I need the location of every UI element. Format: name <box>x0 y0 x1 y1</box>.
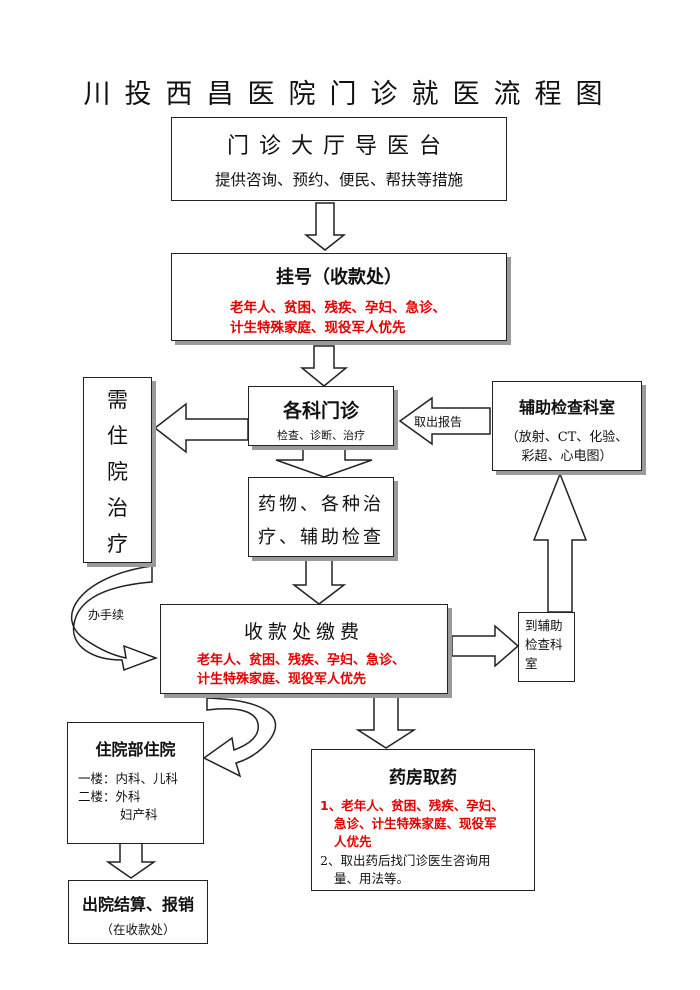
inpatient-need-char: 需 <box>107 388 128 412</box>
arrow-up-aux <box>532 471 588 613</box>
aux-dept-line2: 彩超、心电图） <box>521 449 613 464</box>
to-aux-line3: 室 <box>525 656 538 671</box>
arrow-down-6 <box>105 842 157 879</box>
treatment-box: 药物、各种治 疗、辅助检查 <box>248 477 394 557</box>
arrow-down-2 <box>299 345 349 387</box>
registration-box: 挂号（收款处） 老年人、贫困、残疾、孕妇、急诊、 计生特殊家庭、现役军人优先 <box>171 253 507 341</box>
to-aux-line1: 到辅助 <box>525 618 563 633</box>
discharge-heading: 出院结算、报销 <box>81 895 194 914</box>
arrow-down-3 <box>275 445 373 478</box>
reception-heading: 门诊大厅导医台 <box>226 134 451 159</box>
registration-priority-1: 老年人、贫困、残疾、孕妇、急诊、 <box>230 300 446 316</box>
ward-floor2b: 妇产科 <box>120 807 158 822</box>
registration-priority-2: 计生特殊家庭、现役军人优先 <box>230 320 406 336</box>
arrow-down-4 <box>291 559 347 605</box>
registration-heading: 挂号（收款处） <box>276 267 402 288</box>
inpatient-need-char: 院 <box>107 460 128 484</box>
reception-desc: 提供咨询、预约、便民、帮扶等措施 <box>214 171 463 189</box>
clinic-heading: 各科门诊 <box>282 400 359 422</box>
pharmacy-heading: 药房取药 <box>389 768 457 788</box>
aux-dept-box: 辅助检查科室 （放射、CT、化验、 彩超、心电图） <box>492 381 642 471</box>
clinic-box: 各科门诊 检查、诊断、治疗 <box>248 386 394 446</box>
arrow-down-5 <box>355 693 417 749</box>
inpatient-need-char: 疗 <box>107 532 128 556</box>
ward-floor1: 一楼：内科、儿科 <box>78 771 179 786</box>
pharmacy-item1-line1: 1、老年人、贫困、残疾、孕妇、 <box>320 798 504 813</box>
arrow-left-inpatient <box>153 402 249 454</box>
discharge-sub: （在收款处） <box>100 922 176 937</box>
pharmacy-item1-line2: 急诊、计生特殊家庭、现役军 <box>334 816 497 831</box>
ward-floor2: 二楼：外科 <box>78 789 141 804</box>
aux-dept-heading: 辅助检查科室 <box>518 398 615 417</box>
to-aux-box: 到辅助 检查科 室 <box>518 612 575 682</box>
treatment-line2: 疗、辅助检查 <box>258 527 384 548</box>
curve-arrow-ward <box>202 697 277 778</box>
aux-dept-line1: （放射、CT、化验、 <box>505 430 629 445</box>
page-title: 川投西昌医院门诊就医流程图 <box>83 79 617 110</box>
inpatient-need-char: 治 <box>107 496 128 520</box>
payment-heading: 收款处缴费 <box>243 621 364 643</box>
payment-box: 收款处缴费 老年人、贫困、残疾、孕妇、急诊、 计生特殊家庭、现役军人优先 <box>160 604 448 694</box>
pharmacy-item2-line2: 量、用法等。 <box>334 871 410 886</box>
treatment-line1: 药物、各种治 <box>258 494 384 515</box>
inpatient-need-text: 需 住 院 治 疗 <box>84 382 151 562</box>
pharmacy-item2-line1: 2、取出药后找门诊医生咨询用 <box>320 853 491 868</box>
pharmacy-box: 药房取药 1、老年人、贫困、残疾、孕妇、 急诊、计生特殊家庭、现役军 人优先 2… <box>311 749 535 891</box>
discharge-box: 出院结算、报销 （在收款处） <box>68 880 208 944</box>
reception-box: 门诊大厅导医台 提供咨询、预约、便民、帮扶等措施 <box>171 117 507 201</box>
inpatient-need-char: 住 <box>107 424 128 448</box>
inpatient-need-box: 需 住 院 治 疗 <box>83 377 152 563</box>
procedure-label: 办手续 <box>88 608 125 622</box>
payment-priority-1: 老年人、贫困、残疾、孕妇、急诊、 <box>197 653 406 668</box>
arrow-down-1 <box>303 202 347 251</box>
clinic-sub: 检查、诊断、治疗 <box>277 429 365 442</box>
payment-priority-2: 计生特殊家庭、现役军人优先 <box>197 672 367 687</box>
curve-arrow-procedure <box>70 565 159 672</box>
ward-heading: 住院部住院 <box>95 740 176 759</box>
pharmacy-item1-line3: 人优先 <box>334 834 372 849</box>
ward-box: 住院部住院 一楼：内科、儿科 二楼：外科 妇产科 <box>67 722 204 844</box>
get-report-label: 取出报告 <box>414 413 463 430</box>
arrow-right-aux <box>451 624 520 668</box>
to-aux-line2: 检查科 <box>525 637 563 652</box>
